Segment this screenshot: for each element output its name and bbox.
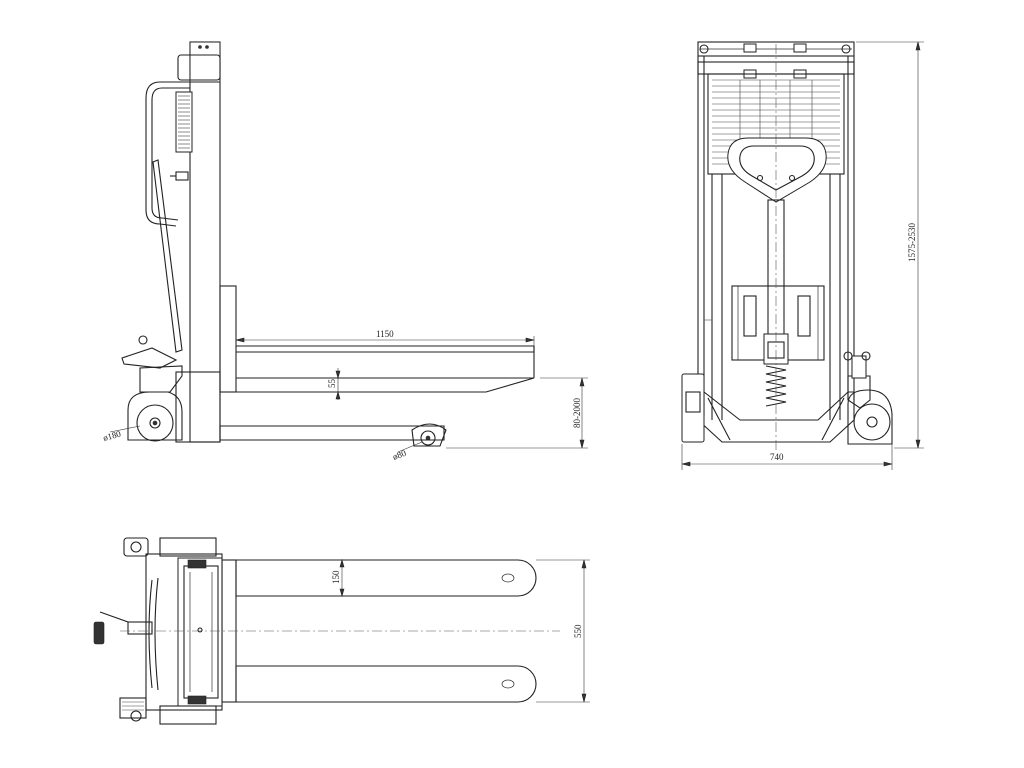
mast-top-cap <box>189 41 221 83</box>
tiller-handle <box>727 137 827 203</box>
push-handle <box>145 81 190 227</box>
base-leg <box>219 425 445 441</box>
fork-thickness-label: 55 <box>327 379 337 389</box>
base-frame <box>697 391 855 443</box>
fork-carriage <box>219 285 237 393</box>
steer-wheel-diameter-label: ø180 <box>102 428 122 442</box>
pump-block <box>175 91 193 153</box>
front-steer-wheel <box>853 403 891 441</box>
fork-width-label: 150 <box>331 570 341 584</box>
fork-right <box>235 665 537 703</box>
fork-length-label: 1150 <box>376 329 394 339</box>
lift-height-label: 80-2000 <box>572 398 582 428</box>
front-view: 1575-2530 740 <box>681 41 924 470</box>
top-pedal <box>119 697 147 719</box>
steer-wheel <box>136 404 174 442</box>
spring <box>765 365 787 407</box>
top-view: 150 550 <box>93 537 590 725</box>
fork-left <box>235 559 537 597</box>
foot-pedal <box>121 347 178 369</box>
mast-column <box>189 41 221 443</box>
load-wheel-diameter-label: ø80 <box>391 448 408 462</box>
fork-blade <box>236 377 535 393</box>
mast-top-bar <box>697 41 855 57</box>
chassis-body <box>175 371 221 443</box>
side-view: 1150 55 80-2000 ø80 ø180 <box>102 41 588 462</box>
crank-grip <box>93 621 105 645</box>
top-handle <box>148 579 153 689</box>
mast-height-label: 1575-2530 <box>907 223 917 262</box>
fork-top-line <box>236 345 535 353</box>
crank-arm <box>127 621 153 635</box>
left-wheel-assembly <box>681 373 705 443</box>
load-wheel <box>420 430 436 446</box>
fork-spread-label: 550 <box>573 624 583 638</box>
pump-lever <box>152 159 183 353</box>
overall-width-label: 740 <box>770 452 784 462</box>
